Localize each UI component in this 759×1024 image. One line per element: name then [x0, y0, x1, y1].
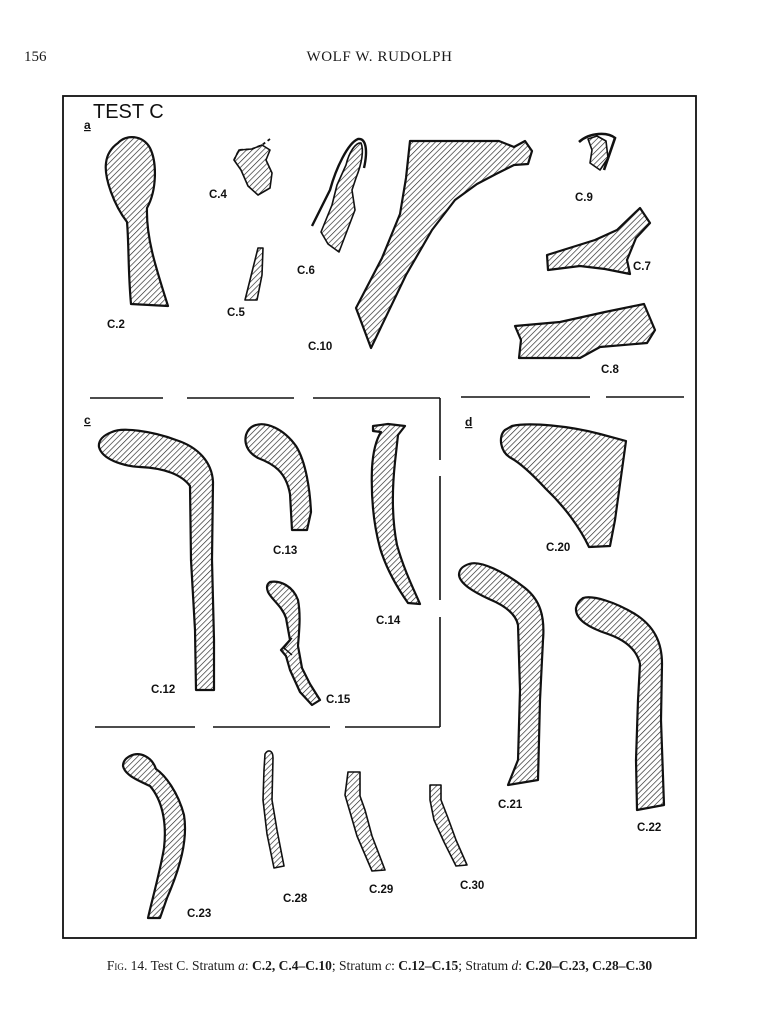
sherd-c15: [265, 580, 322, 707]
label-c5: C.5: [227, 307, 246, 319]
label-c13: C.13: [273, 545, 297, 557]
stratum-c-label: c: [84, 413, 91, 427]
label-c30: C.30: [460, 880, 484, 892]
label-c29: C.29: [369, 884, 393, 896]
figure-caption: Fig. 14. Test C. Stratum a: C.2, C.4–C.1…: [0, 958, 759, 974]
caption-stratum-d: d: [511, 958, 519, 973]
running-head: WOLF W. RUDOLPH: [306, 49, 453, 65]
label-c4: C.4: [209, 189, 228, 201]
caption-stratum-a: a: [238, 958, 245, 973]
sherd-c30: [429, 784, 468, 867]
caption-c-items: C.12–C.15: [398, 958, 459, 973]
sherd-c29: [344, 771, 386, 872]
caption-sep-5: :: [518, 958, 526, 973]
sherd-c28: [262, 750, 285, 869]
sherd-c9: [587, 135, 609, 171]
sherd-c2: [104, 136, 170, 308]
stratum-a-label: a: [84, 118, 91, 132]
sherd-c21: [457, 562, 545, 787]
caption-stratum-c: c: [385, 958, 392, 973]
sherd-c4: [233, 144, 273, 196]
label-c9: C.9: [575, 192, 593, 204]
label-c10: C.10: [308, 341, 332, 353]
sherd-c12: [97, 428, 216, 692]
sherd-c14: [370, 422, 422, 606]
caption-sep-1: :: [244, 958, 253, 973]
label-c8: C.8: [601, 364, 620, 376]
sherd-c13: [244, 423, 313, 532]
label-c22: C.22: [637, 822, 661, 834]
label-c14: C.14: [376, 615, 401, 627]
caption-sep-3: :: [391, 958, 399, 973]
figure-title: TEST C: [93, 101, 164, 123]
figure-frame: [62, 95, 697, 939]
page-number: 156: [24, 49, 47, 65]
sherd-c5: [244, 247, 264, 301]
caption-fig-label: Fig. 14.: [106, 958, 148, 973]
caption-d-items: C.20–C.23, C.28–C.30: [525, 958, 653, 973]
label-c21: C.21: [498, 799, 523, 811]
label-c12: C.12: [151, 684, 175, 696]
sherd-c22: [574, 596, 666, 812]
sherd-c23: [121, 753, 187, 920]
sherd-c6: [320, 142, 364, 253]
caption-a-items: C.2, C.4–C.10: [252, 958, 332, 973]
stratum-dividers: [90, 396, 684, 728]
caption-sep-2: ; Stratum: [331, 958, 386, 973]
sherd-c20: [499, 423, 628, 549]
label-c2: C.2: [107, 319, 125, 331]
stratum-d-label: d: [465, 415, 472, 429]
sherd-c7: [545, 206, 652, 276]
caption-sep-4: ; Stratum: [458, 958, 512, 973]
sherd-c10: [354, 139, 534, 350]
sherd-c8: [513, 302, 657, 360]
label-c6: C.6: [297, 265, 315, 277]
label-c15: C.15: [326, 694, 351, 706]
label-c28: C.28: [283, 893, 308, 905]
caption-lead: Test C. Stratum: [147, 958, 239, 973]
label-c23: C.23: [187, 908, 211, 920]
label-c20: C.20: [546, 542, 570, 554]
label-c7: C.7: [633, 261, 651, 273]
